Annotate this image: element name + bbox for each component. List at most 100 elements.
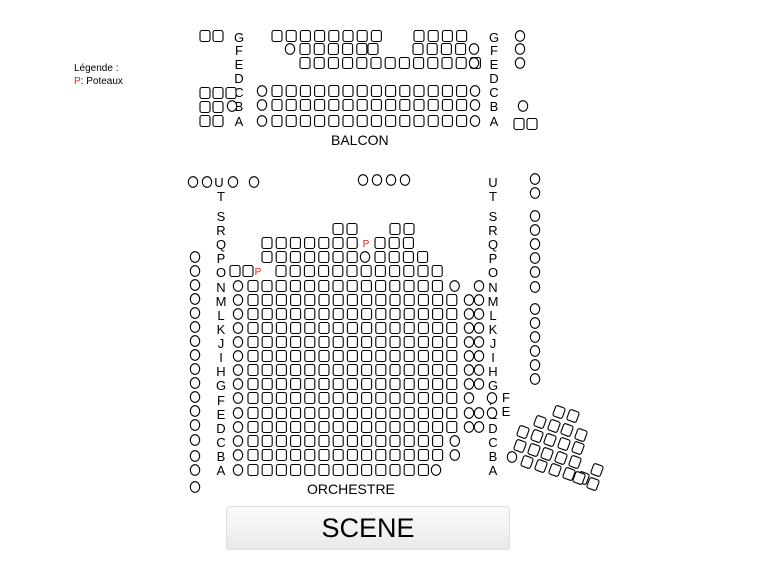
seat[interactable]: [469, 85, 481, 97]
seat[interactable]: [304, 434, 316, 448]
seat[interactable]: [346, 420, 358, 434]
seat[interactable]: [261, 250, 273, 264]
seat[interactable]: [290, 391, 302, 405]
seat[interactable]: [529, 238, 541, 250]
seat[interactable]: [332, 264, 344, 278]
seat[interactable]: [427, 29, 439, 43]
seat[interactable]: [290, 406, 302, 420]
seat[interactable]: [304, 377, 316, 391]
seat[interactable]: [385, 98, 397, 112]
seat[interactable]: [432, 293, 444, 307]
seat[interactable]: [388, 236, 400, 250]
seat[interactable]: [473, 350, 485, 362]
seat[interactable]: [261, 236, 273, 250]
seat[interactable]: [529, 266, 541, 278]
seat[interactable]: [463, 336, 475, 348]
seat[interactable]: [455, 42, 467, 56]
seat[interactable]: [318, 250, 330, 264]
seat[interactable]: [189, 335, 201, 347]
seat[interactable]: [314, 84, 326, 98]
seat[interactable]: [432, 349, 444, 363]
seat[interactable]: [229, 264, 241, 278]
seat[interactable]: [247, 463, 259, 477]
seat[interactable]: [332, 363, 344, 377]
seat[interactable]: [370, 84, 382, 98]
seat[interactable]: [342, 114, 354, 128]
seat[interactable]: [261, 448, 273, 462]
seat[interactable]: [332, 420, 344, 434]
seat[interactable]: [446, 293, 458, 307]
seat[interactable]: [361, 448, 373, 462]
seat[interactable]: [318, 377, 330, 391]
seat[interactable]: [389, 377, 401, 391]
seat[interactable]: [417, 250, 429, 264]
seat[interactable]: [529, 224, 541, 236]
seat[interactable]: [430, 464, 442, 476]
seat[interactable]: [346, 434, 358, 448]
seat[interactable]: [417, 307, 429, 321]
seat[interactable]: [389, 321, 401, 335]
seat[interactable]: [463, 322, 475, 334]
seat[interactable]: [432, 307, 444, 321]
seat[interactable]: [529, 317, 541, 329]
seat[interactable]: [232, 464, 244, 476]
seat[interactable]: [285, 98, 297, 112]
seat[interactable]: [514, 57, 526, 69]
seat[interactable]: [389, 335, 401, 349]
seat[interactable]: [275, 434, 287, 448]
seat[interactable]: [361, 363, 373, 377]
seat[interactable]: [332, 406, 344, 420]
seat[interactable]: [554, 451, 568, 465]
seat[interactable]: [399, 98, 411, 112]
seat[interactable]: [232, 350, 244, 362]
seat[interactable]: [275, 363, 287, 377]
seat[interactable]: [417, 321, 429, 335]
seat[interactable]: [402, 250, 414, 264]
seat[interactable]: [517, 100, 529, 112]
seat[interactable]: [248, 176, 260, 188]
seat[interactable]: [529, 359, 541, 371]
seat[interactable]: [332, 434, 344, 448]
seat[interactable]: [432, 406, 444, 420]
seat[interactable]: [314, 98, 326, 112]
seat[interactable]: [356, 42, 368, 56]
seat[interactable]: [275, 463, 287, 477]
seat[interactable]: [529, 173, 541, 185]
seat[interactable]: [441, 84, 453, 98]
seat[interactable]: [440, 42, 452, 56]
seat[interactable]: [389, 222, 401, 236]
seat[interactable]: [290, 293, 302, 307]
seat[interactable]: [413, 56, 425, 70]
seat[interactable]: [290, 363, 302, 377]
seat[interactable]: [399, 114, 411, 128]
seat[interactable]: [417, 463, 429, 477]
seat[interactable]: [332, 349, 344, 363]
seat[interactable]: [529, 210, 541, 222]
seat[interactable]: [446, 363, 458, 377]
seat[interactable]: [441, 56, 453, 70]
seat[interactable]: [389, 307, 401, 321]
seat[interactable]: [403, 420, 415, 434]
seat[interactable]: [417, 335, 429, 349]
seat[interactable]: [232, 449, 244, 461]
seat[interactable]: [304, 406, 316, 420]
seat[interactable]: [375, 349, 387, 363]
seat[interactable]: [346, 335, 358, 349]
seat[interactable]: [271, 84, 283, 98]
seat[interactable]: [417, 377, 429, 391]
seat[interactable]: [417, 406, 429, 420]
seat[interactable]: [199, 29, 211, 43]
seat[interactable]: [187, 176, 199, 188]
seat[interactable]: [247, 391, 259, 405]
seat[interactable]: [304, 335, 316, 349]
seat[interactable]: [455, 56, 467, 70]
seat[interactable]: [275, 391, 287, 405]
seat[interactable]: [314, 29, 326, 43]
seat[interactable]: [463, 294, 475, 306]
seat[interactable]: [318, 307, 330, 321]
seat[interactable]: [346, 250, 358, 264]
seat[interactable]: [275, 335, 287, 349]
seat[interactable]: [303, 264, 315, 278]
seat[interactable]: [432, 363, 444, 377]
seat[interactable]: [356, 56, 368, 70]
